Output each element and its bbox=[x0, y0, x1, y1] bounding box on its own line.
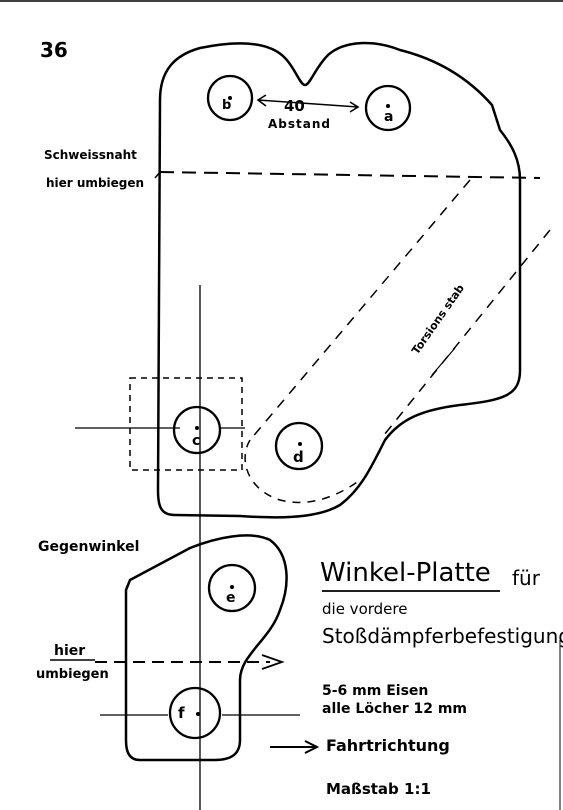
hole-b-label: b bbox=[222, 98, 232, 113]
spec-direction: Fahrtrichtung bbox=[326, 736, 450, 755]
hole-a-label: a bbox=[384, 109, 394, 125]
bend-here-top-label: hier umbiegen bbox=[46, 176, 145, 190]
torsion-bar-end bbox=[244, 439, 361, 504]
hole-e-circle bbox=[207, 563, 257, 613]
main-plate-outline bbox=[156, 41, 522, 519]
hole-c-circle bbox=[172, 405, 222, 455]
torsion-bar-line-2 bbox=[379, 229, 551, 441]
hole-b-circle bbox=[206, 74, 254, 122]
title-line2: die vordere bbox=[322, 600, 408, 618]
weld-seam-tick bbox=[154, 171, 161, 179]
distance-label: Abstand bbox=[268, 117, 331, 131]
hole-d-label: d bbox=[293, 448, 304, 466]
title-for: für bbox=[512, 566, 540, 590]
torsion-bar-line-1 bbox=[249, 179, 471, 441]
weld-seam-label: Schweissnaht bbox=[44, 148, 137, 162]
torsion-underline bbox=[431, 347, 456, 376]
hole-e-label: e bbox=[226, 590, 236, 606]
bend-here-bottom-label-2: umbiegen bbox=[36, 667, 109, 682]
distance-value: 40 bbox=[284, 97, 305, 115]
hole-f-circle bbox=[168, 686, 222, 740]
counter-angle-outline bbox=[124, 534, 288, 762]
page-number: 36 bbox=[40, 38, 68, 62]
distance-arrow bbox=[257, 99, 359, 108]
hole-d-circle bbox=[274, 421, 324, 471]
title-line3: Stoßdämpferbefestigung bbox=[322, 624, 563, 648]
hole-c-dashed-box bbox=[129, 377, 243, 471]
hole-c-label: c bbox=[192, 433, 201, 449]
spec-holes: alle Löcher 12 mm bbox=[322, 701, 468, 717]
bend-here-bottom-label-1: hier bbox=[54, 643, 86, 659]
counter-angle-label: Gegenwinkel bbox=[38, 539, 140, 555]
title-main: Winkel-Platte bbox=[320, 558, 491, 588]
spec-scale: Maßstab 1:1 bbox=[326, 780, 431, 798]
weld-seam-line bbox=[159, 171, 541, 179]
hole-f-label: f bbox=[178, 704, 185, 722]
hole-a-circle bbox=[364, 84, 412, 132]
spec-material: 5-6 mm Eisen bbox=[322, 683, 429, 699]
